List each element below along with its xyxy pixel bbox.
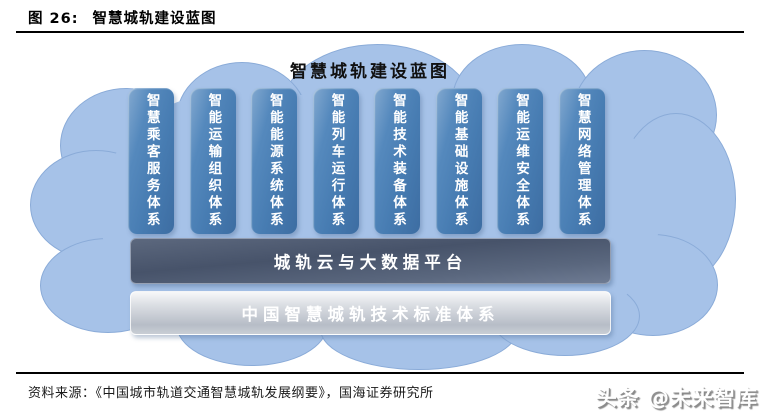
pillar-intelligent-om-safety: 智能运维安全体系 xyxy=(497,88,544,234)
pillar-label: 智能能源系统体系 xyxy=(266,93,283,229)
figure-header: 图 26: 智慧城轨建设蓝图 xyxy=(28,7,217,28)
pillar-label: 智能运输组织体系 xyxy=(205,93,222,229)
watermark-toutiao-future-thinktank: 头条 @未来智库 xyxy=(595,386,758,410)
pillar-intelligent-transport-organization: 智能运输组织体系 xyxy=(189,88,236,234)
figure-label: 图 26: xyxy=(28,11,79,27)
pillar-smart-network-management: 智慧网络管理体系 xyxy=(558,88,605,234)
bar-technical-standard-system: 中国智慧城轨技术标准体系 xyxy=(130,291,611,335)
footer-divider-line xyxy=(16,372,744,374)
pillar-intelligent-energy-system: 智能能源系统体系 xyxy=(251,88,298,234)
bar-cloud-bigdata-platform: 城轨云与大数据平台 xyxy=(130,238,611,284)
pillar-smart-passenger-service: 智慧乘客服务体系 xyxy=(128,88,174,234)
figure-title: 智慧城轨建设蓝图 xyxy=(92,11,217,27)
pillar-intelligent-train-operation: 智能列车运行体系 xyxy=(312,88,359,234)
diagram-title: 智慧城轨建设蓝图 xyxy=(290,62,450,82)
source-citation: 资料来源：《中国城市轨道交通智慧城轨发展纲要》，国海证券研究所 xyxy=(28,386,434,401)
pillar-label: 智能技术装备体系 xyxy=(390,93,406,229)
header-divider-line xyxy=(16,31,744,33)
pillar-intelligent-infrastructure: 智能基础设施体系 xyxy=(435,88,482,234)
pillar-label: 智能基础设施体系 xyxy=(451,93,468,229)
pillar-label: 智慧乘客服务体系 xyxy=(143,93,160,229)
pillar-label: 智能运维安全体系 xyxy=(513,93,530,229)
pillar-row: 智慧乘客服务体系 智能运输组织体系 智能能源系统体系 智能列车运行体系 智能技术… xyxy=(128,88,605,234)
pillar-label: 智能列车运行体系 xyxy=(328,93,345,229)
pillar-label: 智慧网络管理体系 xyxy=(574,93,591,229)
pillar-intelligent-technical-equipment: 智能技术装备体系 xyxy=(374,88,421,234)
